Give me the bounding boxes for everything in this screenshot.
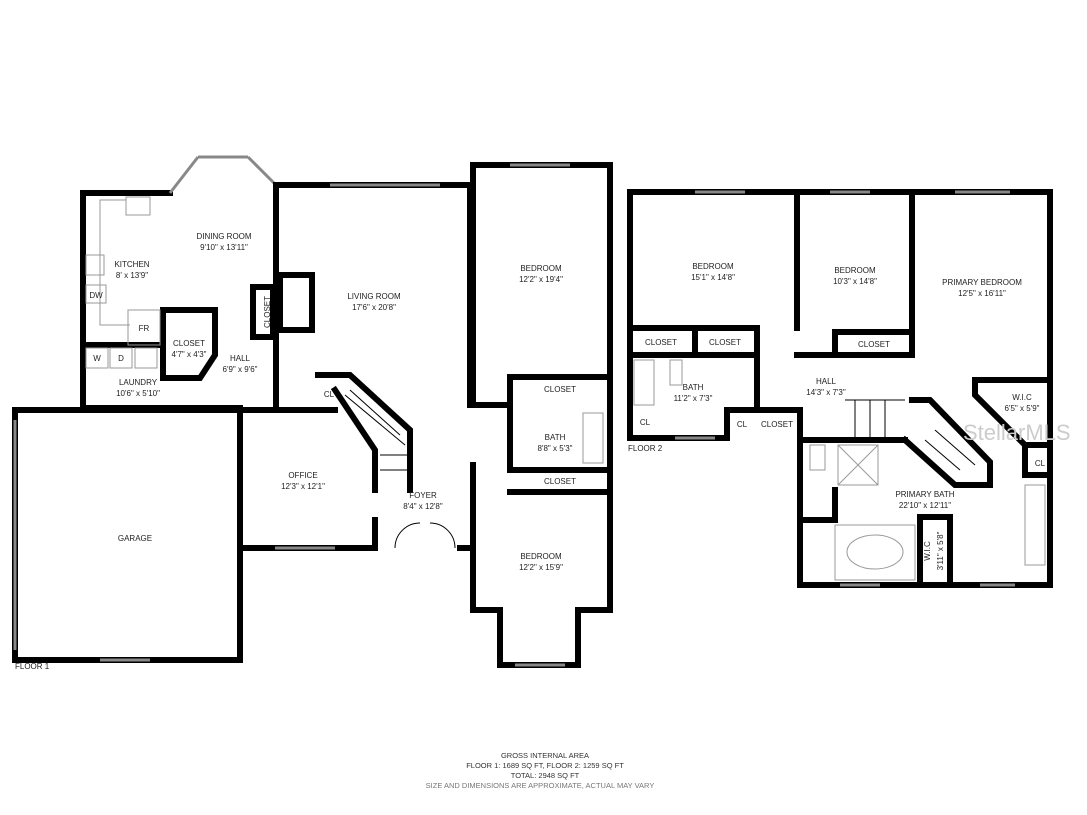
area-disclaimer: SIZE AND DIMENSIONS ARE APPROXIMATE, ACT… [426, 781, 655, 790]
room-living-room: LIVING ROOM [347, 292, 401, 301]
room-dims: 12'3" x 12'1" [281, 482, 325, 491]
label-cl: CL [737, 420, 748, 429]
room-bath: BATH [545, 433, 566, 442]
room-garage: GARAGE [118, 534, 152, 543]
floor2-label: FLOOR 2 [628, 444, 663, 453]
floor1-label: FLOOR 1 [15, 662, 50, 671]
room-dims: 15'1" x 14'8" [691, 273, 735, 282]
label-fr: FR [139, 324, 150, 333]
label-cl: CL [640, 418, 651, 427]
room-wic: W.I.C [923, 541, 932, 561]
room-dims: 12'2" x 19'4" [519, 275, 563, 284]
room-dims: 4'7" x 4'3" [172, 350, 207, 359]
room-bedroom: BEDROOM [520, 264, 562, 273]
room-bath: BATH [683, 383, 704, 392]
room-dims: 10'3" x 14'8" [833, 277, 877, 286]
room-dims: 8'8" x 5'3" [538, 444, 573, 453]
label-dw: DW [89, 291, 103, 300]
room-bedroom: BEDROOM [692, 262, 734, 271]
area-total: TOTAL: 2948 SQ FT [511, 771, 580, 780]
room-primary-bedroom: PRIMARY BEDROOM [942, 278, 1022, 287]
room-dims: 6'5" x 5'9" [1005, 404, 1040, 413]
room-dims: 17'6" x 20'8" [352, 303, 396, 312]
label-closet: CLOSET [761, 420, 793, 429]
room-dims: 6'9" x 9'6" [223, 365, 258, 374]
label-dryer: D [118, 354, 124, 363]
room-laundry: LAUNDRY [119, 378, 158, 387]
room-dims: 12'5" x 16'11" [958, 289, 1006, 298]
room-bedroom: BEDROOM [520, 552, 562, 561]
label-closet: CLOSET [263, 296, 272, 328]
room-kitchen: KITCHEN [114, 260, 149, 269]
floor2-walls [627, 189, 1053, 588]
label-closet: CLOSET [544, 385, 576, 394]
room-hall: HALL [816, 377, 837, 386]
room-dims: 12'2" x 15'9" [519, 563, 563, 572]
room-dims: 9'10" x 13'11" [200, 243, 248, 252]
area-title: GROSS INTERNAL AREA [501, 751, 589, 760]
label-cl: CL [1035, 459, 1046, 468]
watermark: StellarMLS [963, 420, 1071, 445]
room-closet: CLOSET [173, 339, 205, 348]
area-summary: GROSS INTERNAL AREA FLOOR 1: 1689 SQ FT,… [426, 751, 655, 790]
room-hall: HALL [230, 354, 251, 363]
label-closet: CLOSET [544, 477, 576, 486]
room-foyer: FOYER [409, 491, 437, 500]
floor2-labels: BEDROOM 15'1" x 14'8" BEDROOM 10'3" x 14… [628, 262, 1071, 570]
room-dims: 10'6" x 5'10" [116, 389, 160, 398]
floor1-fixtures [85, 196, 604, 549]
area-floors: FLOOR 1: 1689 SQ FT, FLOOR 2: 1259 SQ FT [466, 761, 624, 770]
label-closet: CLOSET [645, 338, 677, 347]
label-washer: W [93, 354, 101, 363]
room-bedroom: BEDROOM [834, 266, 876, 275]
room-dims: 8'4" x 12'8" [403, 502, 443, 511]
room-dims: 8' x 13'9" [116, 271, 148, 280]
room-dims: 3'11" x 5'8" [936, 531, 945, 570]
label-cl: CL [324, 390, 335, 399]
room-dining-room: DINING ROOM [196, 232, 251, 241]
room-wic: W.I.C [1012, 393, 1032, 402]
room-dims: 22'10" x 12'11" [899, 501, 951, 510]
floor1-walls [12, 155, 613, 668]
floor2-fixtures [633, 359, 1046, 581]
label-closet: CLOSET [858, 340, 890, 349]
floor1-labels: DINING ROOM 9'10" x 13'11" KITCHEN 8' x … [15, 232, 576, 671]
room-primary-bath: PRIMARY BATH [895, 490, 954, 499]
room-office: OFFICE [288, 471, 317, 480]
label-closet: CLOSET [709, 338, 741, 347]
room-dims: 14'3" x 7'3" [806, 388, 846, 397]
room-dims: 11'2" x 7'3" [674, 394, 713, 403]
